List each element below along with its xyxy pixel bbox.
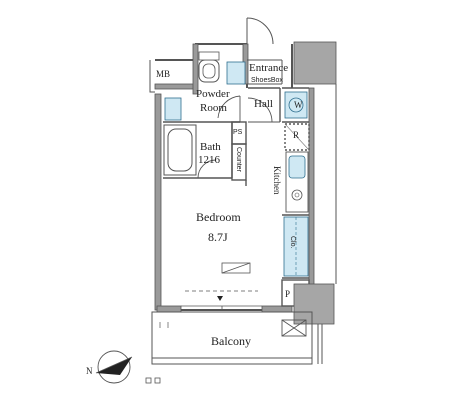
door-marker xyxy=(217,296,223,301)
entrance-area xyxy=(247,59,283,85)
refrigerator-space xyxy=(284,123,310,151)
balcony-drain xyxy=(145,377,161,384)
toilet-fixture xyxy=(198,51,220,83)
mb-box xyxy=(149,60,155,93)
north-letter: N xyxy=(86,366,93,376)
entrance-door xyxy=(246,17,274,45)
closet-fixture xyxy=(283,216,309,277)
north-arrow-icon xyxy=(84,345,144,389)
thick-walls xyxy=(154,43,315,313)
shoes-box-label: ShoesBox xyxy=(251,77,283,84)
counter-label: Counter xyxy=(235,147,242,172)
bath-door xyxy=(196,159,230,179)
balcony-outline xyxy=(151,311,323,365)
powder-room-label-2: Room xyxy=(200,102,227,114)
entrance-label: Entrance xyxy=(249,62,289,74)
bathtub-fixture xyxy=(163,124,197,176)
w-label: W xyxy=(294,100,303,110)
bedroom-label: Bedroom xyxy=(196,210,241,224)
air-conditioner xyxy=(221,262,251,274)
columns xyxy=(293,41,337,325)
p-label: P xyxy=(285,289,291,299)
bath-size-label: 1216 xyxy=(198,154,220,166)
bath-label: Bath xyxy=(200,141,221,153)
hall-label: Hall xyxy=(254,98,273,110)
powder-door xyxy=(217,95,241,122)
mb-label: MB xyxy=(156,69,171,79)
outdoor-unit xyxy=(281,319,307,337)
interior-walls xyxy=(163,87,310,307)
kitchen-fixtures xyxy=(285,151,309,213)
kitchen-label: Kitchen xyxy=(272,166,282,195)
balcony-label: Balcony xyxy=(211,334,251,348)
washer-fixture xyxy=(284,91,308,119)
shoes-box xyxy=(226,61,246,85)
balcony-marks xyxy=(159,322,169,328)
powder-sink xyxy=(164,97,182,121)
balcony-door xyxy=(181,305,262,311)
bedroom-size-label: 8.7J xyxy=(208,230,228,244)
powder-room-label-1: Powder xyxy=(196,88,230,100)
hall-door xyxy=(247,97,280,123)
ps-label: PS xyxy=(233,129,243,136)
r-label: R xyxy=(293,130,300,140)
closet-label: Clo. xyxy=(289,236,296,249)
